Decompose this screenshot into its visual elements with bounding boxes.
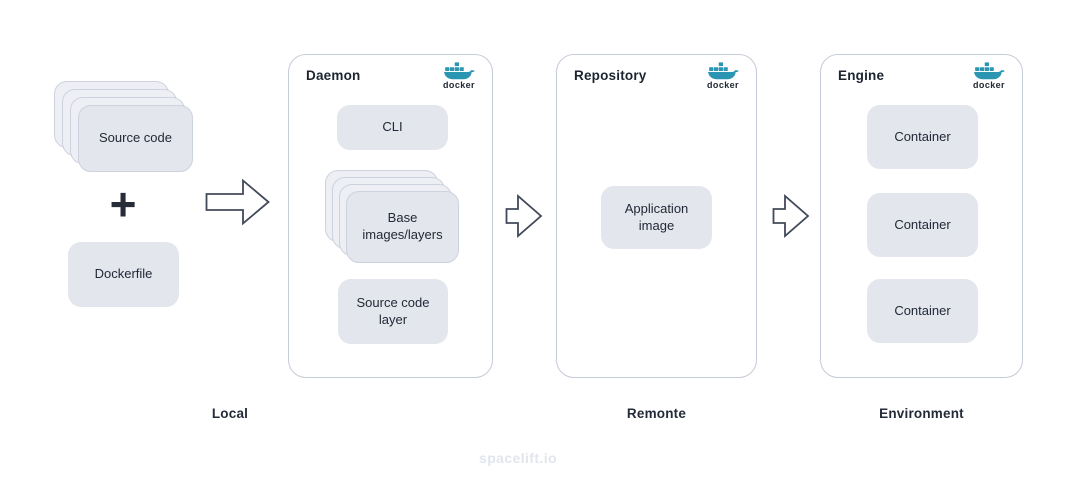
docker-wordmark: docker (707, 80, 739, 90)
base-images-label: Base images/layers (362, 210, 443, 242)
repository-panel-title: Repository (574, 68, 647, 83)
arrow-right-icon (772, 194, 810, 238)
section-label-environment: Environment (879, 406, 964, 421)
docker-logo: docker (966, 62, 1012, 90)
section-label-remonte: Remonte (626, 406, 687, 421)
source-code-layer-label: Source code layer (356, 294, 430, 327)
section-label-local: Local (211, 406, 249, 421)
docker-whale-icon (708, 62, 739, 80)
plus-icon: + (109, 178, 137, 230)
container-label: Container (894, 128, 951, 144)
arrow-right-icon (505, 194, 543, 238)
container-card: Container (867, 193, 978, 257)
engine-panel-title: Engine (838, 68, 885, 83)
daemon-panel-title: Daemon (306, 68, 361, 83)
docker-whale-icon (974, 62, 1005, 80)
container-label: Container (894, 216, 951, 232)
cli-label: CLI (382, 119, 403, 135)
cli-card: CLI (337, 105, 448, 150)
arrow-right-icon (205, 178, 270, 226)
source-code-card: Source code (78, 105, 193, 172)
engine-panel: Engine docker Container Container Contai… (820, 54, 1023, 378)
docker-wordmark: docker (973, 80, 1005, 90)
source-code-layer-card: Source code layer (338, 279, 448, 344)
application-image-card: Application image (601, 186, 712, 249)
dockerfile-label: Dockerfile (94, 266, 153, 282)
container-card: Container (867, 105, 978, 169)
source-code-label: Source code (99, 130, 172, 146)
docker-logo: docker (436, 62, 482, 90)
repository-panel: Repository docker Application image (556, 54, 757, 378)
docker-wordmark: docker (443, 80, 475, 90)
watermark: spacelift.io (479, 450, 557, 466)
docker-logo: docker (700, 62, 746, 90)
container-label: Container (894, 302, 951, 318)
daemon-panel: Daemon docker CLI Base ima (288, 54, 493, 378)
container-card: Container (867, 279, 978, 343)
application-image-label: Application image (624, 200, 689, 233)
base-images-card: Base images/layers (346, 191, 459, 263)
docker-whale-icon (444, 62, 475, 80)
dockerfile-card: Dockerfile (68, 242, 179, 307)
